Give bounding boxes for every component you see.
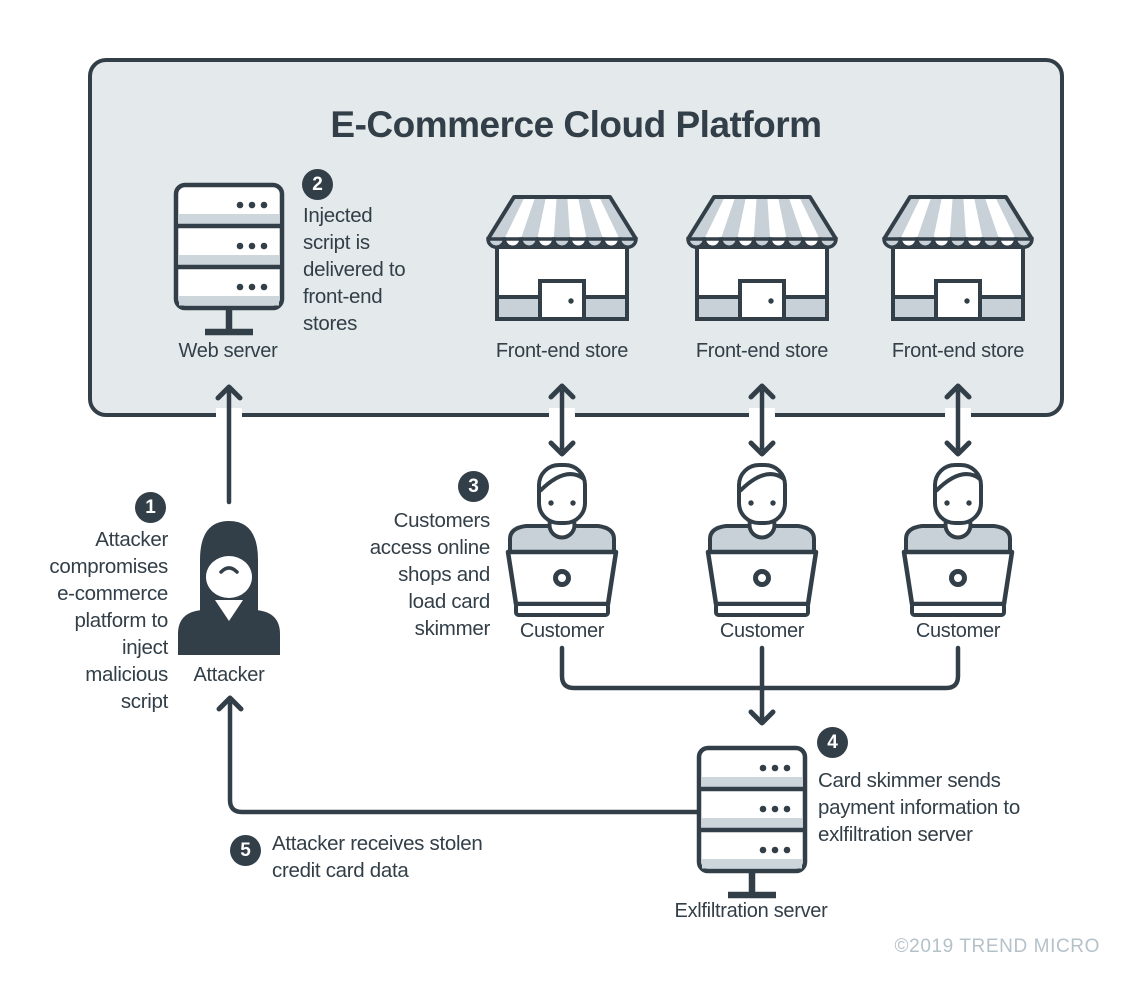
attacker-label: Attacker: [193, 664, 265, 686]
hooded-attacker-icon: [178, 521, 280, 655]
copyright-notice: ©2019 TREND MICRO: [894, 936, 1100, 957]
web-server-icon: [176, 185, 282, 332]
customer-label-1: Customer: [519, 620, 605, 642]
front-end-store-icon-2: [686, 195, 838, 321]
step-text-1: Attacker compromises e-commerce platform…: [49, 528, 168, 713]
step-badge-5: 5: [230, 835, 261, 866]
web-server-label: Web server: [178, 340, 278, 362]
store-label-2: Front-end store: [695, 340, 829, 362]
exfiltration-server-icon: [699, 748, 805, 895]
step-text-3: Customers access online shops and load c…: [369, 509, 491, 640]
step-badge-1: 1: [135, 492, 166, 523]
step-badge-2: 2: [302, 169, 333, 200]
platform-title: E-Commerce Cloud Platform: [330, 104, 822, 145]
arrow-exfil-to-attacker: [227, 701, 703, 815]
customer-icon-1: [508, 465, 616, 615]
store-label-1: Front-end store: [495, 340, 629, 362]
step-badge-3: 3: [458, 471, 489, 502]
store-label-3: Front-end store: [891, 340, 1025, 362]
step-text-4: Card skimmer sends payment information t…: [818, 769, 1020, 846]
customer-icon-3: [904, 465, 1012, 615]
customer-icon-2: [708, 465, 816, 615]
step-badge-4: 4: [817, 727, 848, 758]
step-text-2: Injected script is delivered to front-en…: [303, 204, 406, 335]
customer-label-3: Customer: [915, 620, 1001, 642]
step-text-5: Attacker receives stolen credit card dat…: [272, 832, 483, 882]
front-end-store-icon-1: [486, 195, 638, 321]
front-end-store-icon-3: [882, 195, 1034, 321]
flow-arrows: [215, 383, 972, 815]
customer-label-2: Customer: [719, 620, 805, 642]
exfiltration-server-label: Exlfiltration server: [674, 900, 828, 922]
